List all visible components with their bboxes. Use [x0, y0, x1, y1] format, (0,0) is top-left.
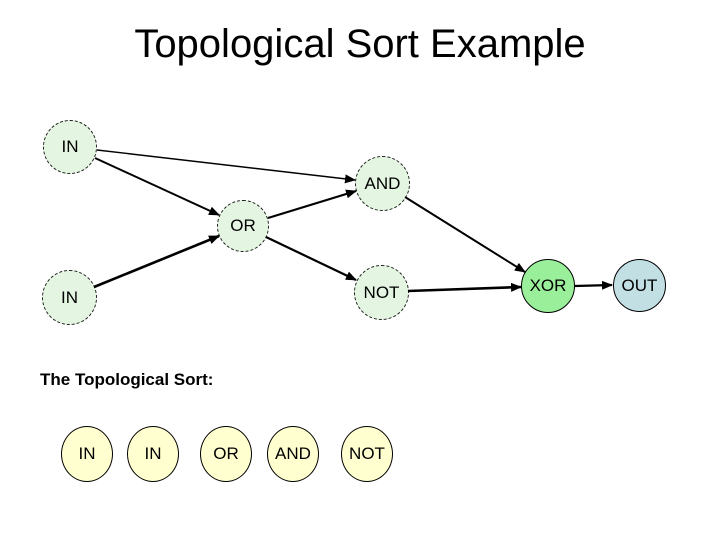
graph-node-label: OR [230, 216, 256, 235]
graph-node-out: OUT [613, 259, 666, 312]
edge-and-to-xor [404, 196, 526, 273]
edge-or-to-and [267, 189, 357, 220]
graph-node-label: NOT [363, 282, 400, 302]
sort-node-label: IN [144, 444, 162, 463]
graph-node-or: OR [217, 200, 269, 252]
edge-in-top-to-or [94, 157, 220, 216]
sort-node-label: OR [213, 444, 239, 463]
graph-node-and: AND [355, 156, 410, 211]
sort-node-2: IN [127, 426, 179, 482]
sort-node-label: IN [78, 444, 96, 463]
slide-title: Topological Sort Example [134, 22, 586, 66]
sort-heading: The Topological Sort: [40, 370, 214, 389]
sort-node-1: IN [61, 426, 113, 482]
edge-not-to-xor [407, 282, 522, 293]
sort-node-4: AND [267, 426, 319, 482]
graph-node-not: NOT [354, 265, 409, 320]
graph-node-label: XOR [529, 276, 567, 295]
graph-node-in-bottom: IN [42, 270, 97, 325]
graph-node-in-top: IN [43, 120, 97, 174]
graph-node-label: IN [61, 287, 78, 307]
sort-node-label: NOT [349, 444, 385, 463]
sort-node-3: OR [200, 426, 252, 482]
sort-node-label: AND [275, 444, 311, 463]
graph-node-label: IN [61, 137, 79, 156]
graph-node-label: OUT [621, 275, 658, 295]
graph-node-label: AND [364, 173, 401, 193]
edge-in-top-to-and [96, 149, 356, 184]
sort-node-5: NOT [341, 426, 393, 482]
edge-xor-to-out [574, 280, 613, 290]
edge-or-to-not [265, 236, 357, 281]
edge-in-bottom-to-or [93, 234, 220, 289]
graph-node-xor: XOR [521, 259, 575, 313]
